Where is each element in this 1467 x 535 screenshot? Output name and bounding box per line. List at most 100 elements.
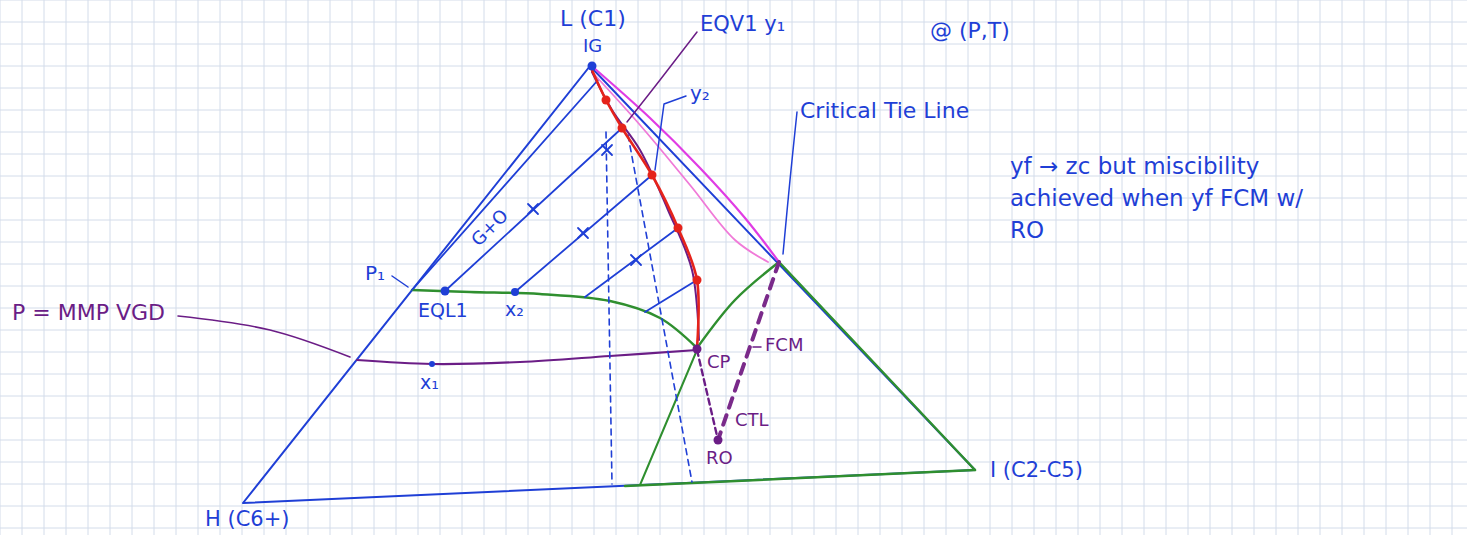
cross-mark bbox=[528, 204, 538, 214]
grid-line bbox=[1276, 0, 1277, 535]
dew-point-curve bbox=[592, 70, 699, 348]
leader-line bbox=[783, 112, 797, 254]
envelope-base bbox=[625, 470, 975, 486]
point-label: RO bbox=[706, 448, 733, 469]
grid-line bbox=[198, 0, 199, 535]
mmp-curve bbox=[357, 350, 697, 364]
grid-line bbox=[66, 0, 67, 535]
vertex-label: I (C2-C5) bbox=[990, 458, 1083, 482]
grid-line bbox=[638, 0, 639, 535]
grid-line bbox=[462, 0, 463, 535]
grid-line bbox=[0, 396, 1467, 397]
grid-line bbox=[0, 88, 1467, 89]
grid-line bbox=[1166, 0, 1167, 535]
liquid-point bbox=[511, 288, 519, 296]
vapor-point bbox=[693, 276, 702, 285]
grid-line bbox=[286, 0, 287, 535]
callout-label: Critical Tie Line bbox=[800, 98, 969, 123]
grid-line bbox=[946, 0, 947, 535]
liquid-point bbox=[441, 287, 450, 296]
leader-line bbox=[753, 346, 761, 348]
grid-line bbox=[88, 0, 89, 535]
grid-line bbox=[1408, 0, 1409, 535]
grid-line bbox=[0, 308, 1467, 309]
grid-line bbox=[242, 0, 243, 535]
grid-line bbox=[484, 0, 485, 535]
vapor-point bbox=[674, 224, 683, 233]
tie-line bbox=[645, 280, 697, 312]
point-label: x₂ bbox=[505, 299, 524, 321]
point-label: CP bbox=[707, 352, 730, 373]
grid-line bbox=[1144, 0, 1145, 535]
point-label: EQV1 y₁ bbox=[700, 12, 785, 36]
grid-line bbox=[0, 418, 1467, 419]
point-label: x₁ bbox=[420, 372, 439, 394]
cross-mark bbox=[631, 255, 641, 265]
grid-line bbox=[1342, 0, 1343, 535]
grid-line bbox=[528, 0, 529, 535]
reservoir-oil-point bbox=[714, 436, 723, 445]
grid-line bbox=[132, 0, 133, 535]
grid-line bbox=[0, 0, 1, 535]
critical-point bbox=[693, 345, 702, 354]
grid-line bbox=[704, 0, 705, 535]
grid-line bbox=[0, 264, 1467, 265]
grid-line bbox=[176, 0, 177, 535]
tie-line bbox=[585, 228, 678, 297]
grid-line bbox=[0, 132, 1467, 133]
condition-label: @ (P,T) bbox=[930, 18, 1010, 43]
grid-line bbox=[0, 286, 1467, 287]
grid-line bbox=[0, 484, 1467, 485]
grid-line bbox=[594, 0, 595, 535]
grid-line bbox=[924, 0, 925, 535]
region-label: G+O bbox=[467, 205, 512, 250]
grid-line bbox=[1320, 0, 1321, 535]
grid-line bbox=[550, 0, 551, 535]
grid-line bbox=[0, 506, 1467, 507]
grid-line bbox=[682, 0, 683, 535]
annotation-note: yf → zc but miscibility achieved when yf… bbox=[1010, 150, 1310, 247]
grid-line bbox=[902, 0, 903, 535]
tie-line bbox=[515, 175, 652, 292]
binodal-liquid-curve bbox=[412, 290, 697, 348]
dilution-line bbox=[606, 132, 612, 484]
grid-line bbox=[0, 110, 1467, 111]
vertex-label: H (C6+) bbox=[205, 507, 289, 531]
line-label: CTL bbox=[735, 410, 769, 431]
cross-mark bbox=[578, 228, 588, 238]
cross-mark bbox=[602, 145, 612, 155]
grid-line bbox=[220, 0, 221, 535]
grid-line bbox=[1210, 0, 1211, 535]
vapor-point bbox=[602, 96, 611, 105]
point-label: EQL1 bbox=[418, 300, 468, 322]
grid-line bbox=[0, 440, 1467, 441]
leader-line bbox=[178, 316, 350, 357]
grid-line bbox=[1034, 0, 1035, 535]
grid-line bbox=[0, 220, 1467, 221]
grid-line bbox=[814, 0, 815, 535]
grid-line bbox=[1232, 0, 1233, 535]
cross-mark bbox=[528, 204, 538, 214]
grid-line bbox=[836, 0, 837, 535]
gas-path-curve bbox=[594, 68, 779, 262]
grid-line bbox=[1188, 0, 1189, 535]
grid-line bbox=[1430, 0, 1431, 535]
grid-line bbox=[418, 0, 419, 535]
leader-line bbox=[392, 276, 408, 287]
grid-line bbox=[616, 0, 617, 535]
injection-gas-point bbox=[588, 62, 597, 71]
grid-line bbox=[0, 242, 1467, 243]
tie-line bbox=[445, 128, 622, 291]
grid-line bbox=[0, 0, 1467, 1]
grid-line bbox=[440, 0, 441, 535]
pressure-label: P₁ bbox=[365, 262, 385, 285]
grid-line bbox=[22, 0, 23, 535]
grid-line bbox=[110, 0, 111, 535]
grid-line bbox=[0, 462, 1467, 463]
grid-line bbox=[990, 0, 991, 535]
cross-mark bbox=[631, 255, 641, 265]
grid-line bbox=[154, 0, 155, 535]
